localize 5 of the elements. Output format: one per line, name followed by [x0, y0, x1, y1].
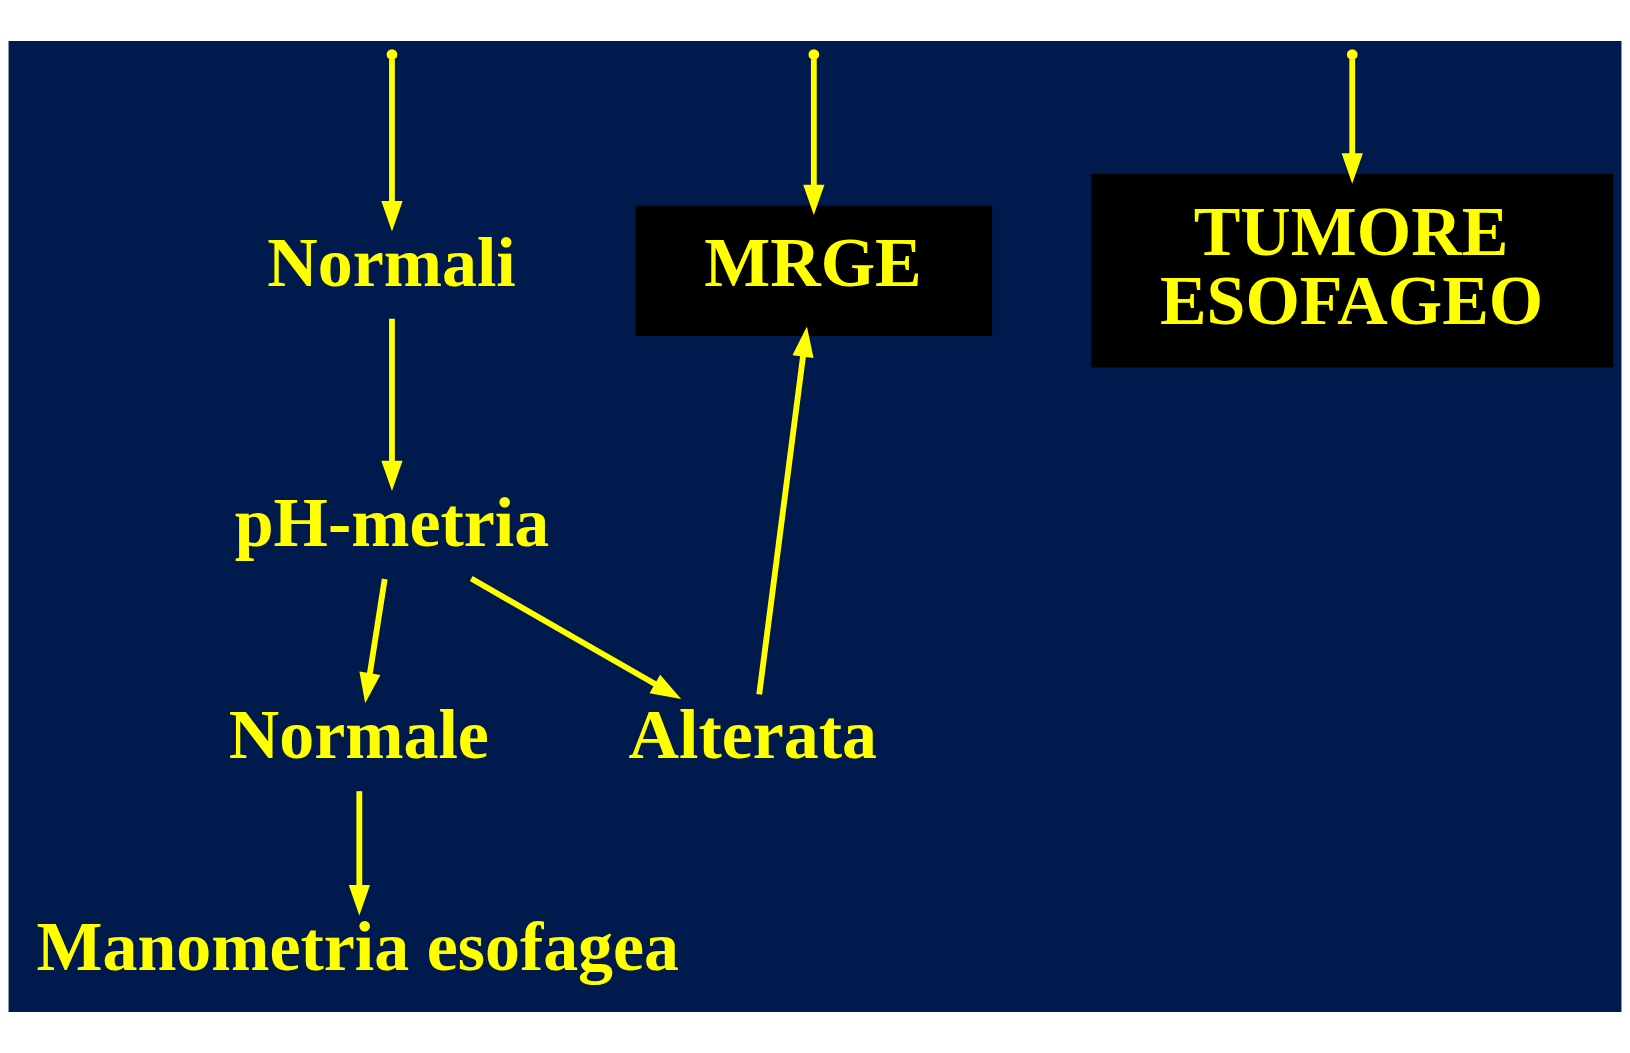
- node-text: Normale: [228, 695, 489, 773]
- node-text: Normali: [267, 223, 516, 301]
- node-text: pH-metria: [234, 483, 550, 561]
- node-text: Alterata: [628, 695, 877, 773]
- node-text: Manometria esofagea: [36, 908, 680, 986]
